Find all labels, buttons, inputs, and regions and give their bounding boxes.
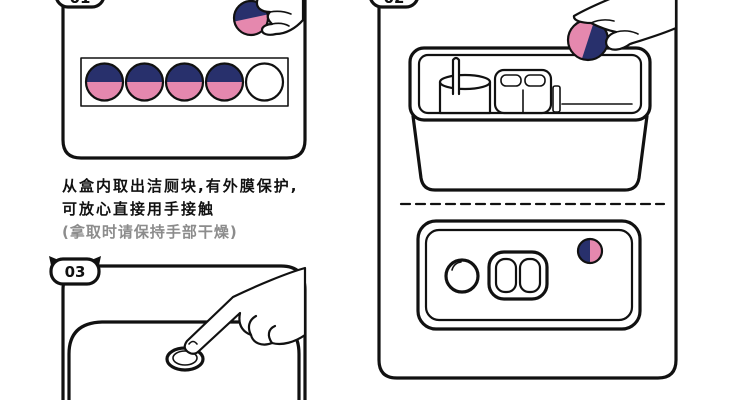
step3-badge-number: 03: [65, 263, 86, 281]
step1-panel: 01: [55, 0, 307, 160]
step3-badge: 03: [49, 256, 101, 286]
placed-toilet-block: [576, 237, 604, 265]
step1-badge: 01: [55, 0, 105, 9]
flush-valve-right-chamber: [518, 257, 542, 294]
fill-valve: [438, 56, 492, 115]
step1-instruction-note: (拿取时请保持手部干燥): [62, 223, 238, 241]
block-navy-half: [206, 63, 243, 82]
fingernail: [188, 340, 198, 345]
flush-valve-top-view: [487, 250, 549, 301]
fill-valve-mark: [451, 261, 462, 271]
block-outline: [84, 62, 125, 102]
empty-slot-outline: [244, 62, 285, 102]
hand-icon: [572, 0, 678, 51]
curled-finger-line: [267, 324, 277, 345]
flush-valve-left-cap: [500, 74, 522, 87]
block-pink-half: [86, 82, 123, 101]
block-navy-half: [578, 239, 590, 263]
block-navy-half: [86, 63, 123, 82]
hand-outline: [255, 0, 305, 36]
step2-badge: 02: [369, 0, 419, 9]
toilet-tank-top-view: [416, 219, 642, 331]
block-outline: [164, 62, 205, 102]
flush-valve-right-cap: [524, 74, 546, 87]
block-navy-half: [166, 63, 203, 82]
fill-valve-top: [438, 73, 492, 91]
block-navy-half: [126, 63, 163, 82]
block-pink-half: [126, 82, 163, 101]
step2-panel: 02: [369, 0, 678, 380]
tank-body: [411, 114, 649, 192]
block-outline: [576, 237, 604, 265]
tray-toilet-block: [164, 62, 205, 102]
float: [552, 85, 561, 113]
flush-button-center: [172, 350, 198, 366]
hand-icon: [255, 0, 305, 36]
step2-badge-number: 02: [384, 0, 405, 7]
step1-badge-frame: [55, 0, 105, 9]
block-pink-half: [166, 82, 203, 101]
curled-finger-line: [247, 314, 258, 337]
flush-valve-left-chamber: [494, 257, 518, 294]
block-pink-half: [206, 82, 243, 101]
step1-instruction-line2: 可放心直接用手接触: [62, 200, 216, 218]
finger-line: [615, 30, 639, 35]
step2-panel-frame: [377, 0, 678, 380]
finger-line: [269, 10, 292, 15]
block-outline: [204, 62, 245, 102]
block-outline: [124, 62, 165, 102]
tray-slots: [84, 62, 285, 102]
toilet-tank-open: [408, 46, 652, 192]
finger-line: [590, 19, 615, 24]
step3-badge-frame: [49, 257, 101, 286]
tray-toilet-block: [84, 62, 125, 102]
flush-valve: [493, 68, 553, 115]
fill-valve-rod: [451, 56, 461, 96]
hand-outline: [183, 266, 307, 355]
fill-valve-cap: [444, 258, 480, 294]
step1-badge-number: 01: [70, 0, 91, 7]
tray-toilet-block: [124, 62, 165, 102]
tray-empty-slot: [244, 62, 285, 102]
fill-valve-top-view: [444, 258, 480, 294]
tank-lid: [67, 320, 301, 400]
finger-line: [271, 22, 290, 27]
tank-top-inner: [424, 228, 634, 322]
step1-instruction-line1: 从盒内取出洁厕块,有外膜保护,: [62, 177, 299, 195]
pressing-hand-icon: [183, 266, 307, 355]
step3-panel: 03: [49, 256, 307, 400]
step2-badge-frame: [369, 0, 419, 9]
step1-panel-frame: [61, 0, 307, 160]
tray-toilet-block: [204, 62, 245, 102]
